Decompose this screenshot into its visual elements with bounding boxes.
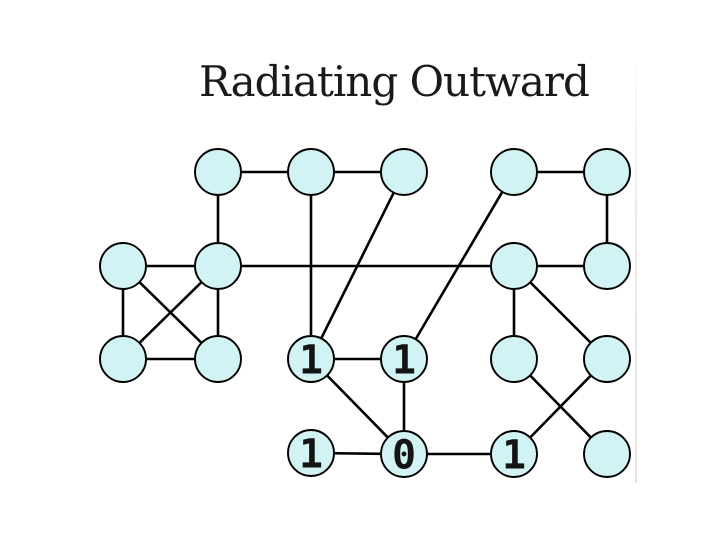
node-label-n18: 1: [502, 432, 526, 478]
graph-edge-n3-n12: [309, 171, 406, 360]
graph-node-n17: [380, 430, 428, 478]
slide-right-edge-line: [635, 68, 637, 483]
graph-node-n13: [380, 335, 428, 383]
graph-node-n8: [490, 242, 538, 290]
graph-node-n10: [99, 335, 147, 383]
graph-node-n18: [490, 430, 538, 478]
graph-node-n6: [99, 242, 147, 290]
graph-node-n14: [490, 335, 538, 383]
graph-node-n11: [194, 335, 242, 383]
graph-node-n12: [287, 335, 335, 383]
graph-node-n4: [490, 148, 538, 196]
graph-node-n16: [287, 429, 335, 477]
slide-title: Radiating Outward: [199, 57, 590, 106]
graph-node-n7: [194, 242, 242, 290]
graph-node-n19: [583, 430, 631, 478]
graph-node-n9: [583, 242, 631, 290]
graph-node-n1: [194, 148, 242, 196]
node-label-n13: 1: [392, 337, 416, 383]
graph-node-n5: [583, 148, 631, 196]
node-label-n16: 1: [299, 431, 323, 477]
graph-node-n15: [583, 335, 631, 383]
node-label-n12: 1: [299, 337, 323, 383]
node-label-n17: 0: [392, 432, 416, 478]
graph-node-n2: [287, 148, 335, 196]
graph-edge-n4-n13: [402, 171, 516, 360]
graph-node-n3: [380, 148, 428, 196]
